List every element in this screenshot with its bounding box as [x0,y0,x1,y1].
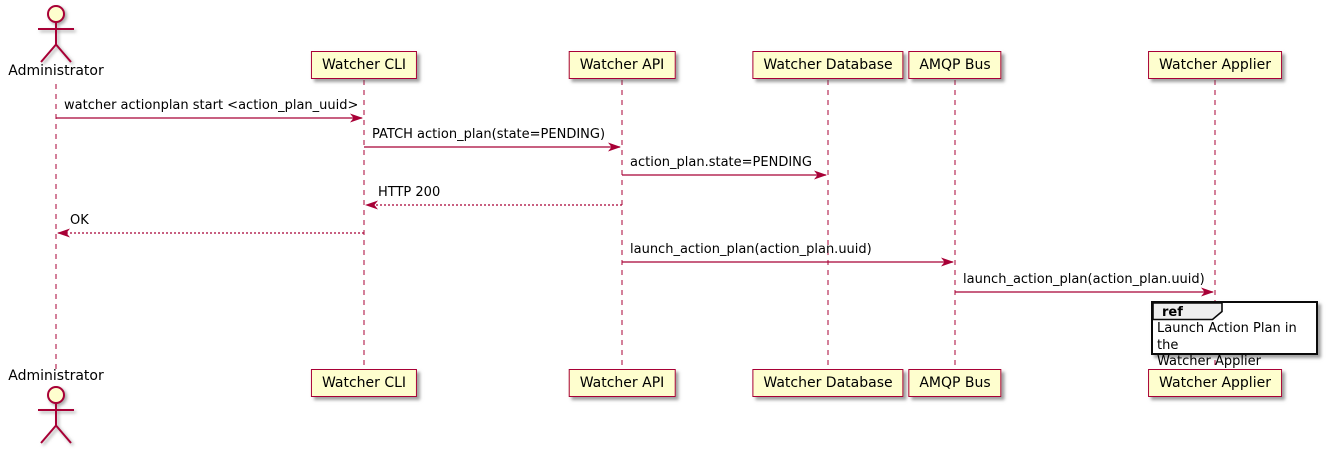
actor-leg-right [55,43,72,63]
message-1-administrator-to-watcher-cli-arrowhead [350,113,363,123]
actor-label-top: Administrator [8,63,104,79]
message-2-watcher-cli-to-watcher-api-label: PATCH action_plan(state=PENDING) [372,127,606,142]
message-6-watcher-api-to-amqp-bus-arrowhead [941,257,954,267]
actor-leg-left [40,424,57,444]
participant-watcher-applier-bottom: Watcher Applier [1148,369,1282,397]
participant-watcher-cli-top: Watcher CLI [310,51,418,79]
ref-fragment: ref Launch Action Plan in the Watcher Ap… [1151,301,1318,369]
message-7-amqp-bus-to-watcher-applier-arrowhead [1201,287,1214,297]
message-5-watcher-cli-to-administrator-arrowhead [57,228,70,238]
participant-amqp-bus-top: AMQP Bus [908,51,1002,79]
message-6-watcher-api-to-amqp-bus-label: launch_action_plan(action_plan.uuid) [630,242,872,257]
ref-header: ref [1152,302,1223,321]
participant-watcher-api-top: Watcher API [568,51,676,79]
participant-watcher-database-bottom: Watcher Database [752,369,904,397]
message-3-watcher-api-to-watcher-database-label: action_plan.state=PENDING [630,155,812,170]
message-7-amqp-bus-to-watcher-applier-label: launch_action_plan(action_plan.uuid) [963,272,1205,287]
actor-figure-bottom [38,386,74,444]
message-5-watcher-cli-to-administrator-label: OK [70,213,89,228]
message-4-watcher-api-to-watcher-cli-label: HTTP 200 [378,185,441,200]
ref-text: Launch Action Plan in the Watcher Applie… [1157,321,1297,369]
message-2-watcher-cli-to-watcher-api-arrowhead [608,142,621,152]
message-4-watcher-api-to-watcher-cli-arrowhead [365,200,378,210]
actor-label-bottom: Administrator [8,368,104,384]
participant-watcher-applier-top: Watcher Applier [1148,51,1282,79]
participant-watcher-cli-bottom: Watcher CLI [310,369,418,397]
ref-keyword: ref [1162,305,1183,320]
participant-amqp-bus-bottom: AMQP Bus [908,369,1002,397]
actor-leg-right [55,424,72,444]
participant-watcher-api-bottom: Watcher API [568,369,676,397]
actor-leg-left [40,43,57,63]
message-1-administrator-to-watcher-cli-label: watcher actionplan start <action_plan_uu… [64,98,359,113]
ref-header-pentagon [1152,302,1223,321]
message-3-watcher-api-to-watcher-database-arrowhead [814,170,827,180]
actor-figure-top [38,5,74,63]
participant-watcher-database-top: Watcher Database [752,51,904,79]
